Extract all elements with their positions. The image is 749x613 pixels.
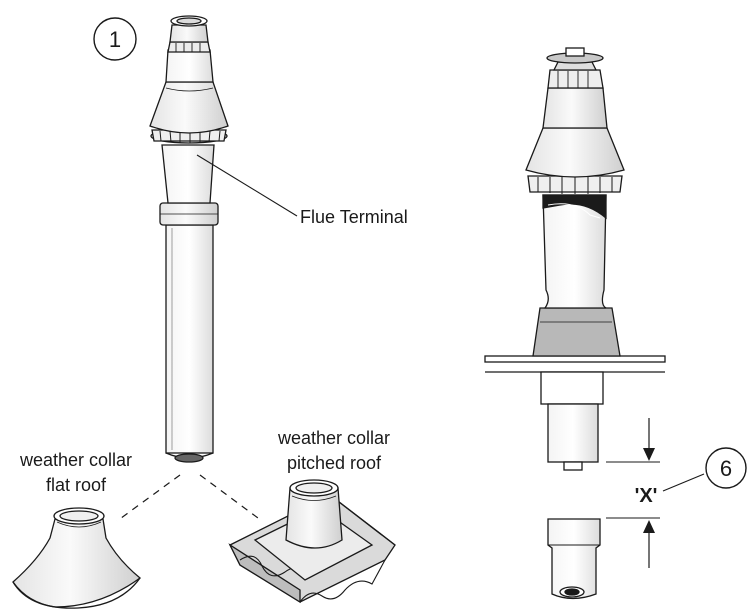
- callout-1-number: 1: [109, 27, 121, 52]
- weather-collar-flat-roof: [12, 507, 142, 609]
- callout-1: 1: [93, 17, 137, 61]
- pitched-roof-label-line2: pitched roof: [287, 453, 382, 473]
- flue-terminal-assembly-right: [484, 47, 666, 600]
- flat-roof-label-line1: weather collar: [19, 450, 132, 470]
- callout-6: 6: [705, 447, 747, 489]
- flue-pipe-connector-section: [547, 518, 601, 600]
- terminal-pipe-body: [542, 194, 607, 309]
- flue-pipe: [165, 224, 214, 454]
- dimension-x-label: 'X': [635, 485, 658, 507]
- weather-collar-pitched-roof: [228, 479, 396, 604]
- flue-terminal-label: Flue Terminal: [300, 207, 408, 227]
- roof-surface: [484, 355, 666, 363]
- dashed-line-to-flat-collar: [116, 474, 181, 522]
- terminal-cap: [165, 49, 214, 83]
- terminal-hood: [149, 81, 229, 134]
- flue-terminal-assembly-left: [149, 15, 229, 463]
- roof-collar-block: [532, 307, 621, 357]
- dimension-x: [606, 418, 705, 568]
- callout-6-number: 6: [720, 456, 732, 481]
- dashed-line-to-pitched-collar: [199, 474, 263, 522]
- pitched-roof-label-line1: weather collar: [277, 428, 390, 448]
- flat-roof-label-line2: flat roof: [46, 475, 107, 495]
- flue-terminal-leader-line: [196, 154, 298, 217]
- terminal-body: [161, 144, 215, 204]
- flue-pipe-lower-section: [547, 403, 599, 463]
- terminal-hood-right: [525, 127, 625, 178]
